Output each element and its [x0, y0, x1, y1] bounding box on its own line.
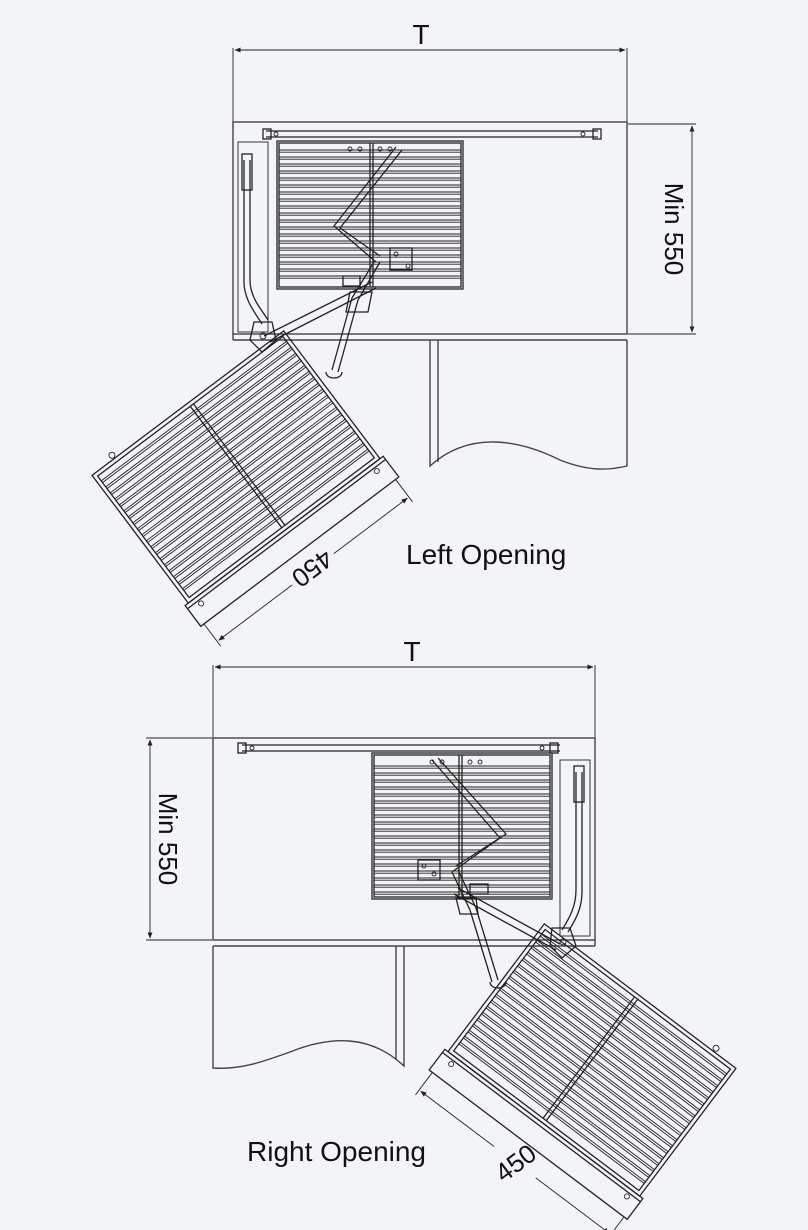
inner-basket: [371, 752, 553, 900]
basket-slat: [159, 418, 346, 560]
basket-slat: [539, 935, 726, 1077]
basket-slat: [105, 346, 292, 488]
inner-basket: [276, 140, 464, 290]
swing-guide: [241, 153, 277, 353]
basket-slat: [508, 977, 695, 1118]
basket-slat: [541, 933, 728, 1075]
basket-slat: [496, 993, 682, 1135]
basket-slat: [536, 939, 723, 1081]
basket-slat: [106, 348, 293, 490]
basket-slat: [119, 364, 305, 506]
basket-slat: [505, 981, 691, 1123]
basket-slat: [141, 394, 328, 536]
basket-slat: [129, 378, 316, 519]
basket-slat: [526, 953, 713, 1094]
basket-slat: [527, 951, 714, 1093]
basket-slat: [146, 400, 332, 542]
basket-slat: [151, 408, 338, 549]
depth-dimension: Min 550: [628, 123, 696, 335]
basket-slat: [102, 342, 289, 484]
swing-guide: [549, 765, 585, 959]
depth-label: Min 550: [659, 183, 689, 276]
basket-slat: [518, 963, 705, 1105]
basket-slat: [499, 989, 686, 1130]
basket-slat: [521, 959, 708, 1100]
basket-slat: [487, 1005, 673, 1147]
width-dimension: T: [232, 19, 628, 122]
basket-slat: [165, 426, 352, 567]
basket-slat: [114, 358, 301, 500]
depth-dimension: Min 550: [146, 737, 212, 941]
width-label: T: [412, 19, 429, 50]
basket-slat: [100, 340, 287, 482]
basket-slat: [500, 987, 687, 1129]
basket-slat: [142, 396, 329, 537]
basket-slat: [138, 390, 325, 531]
basket-slat: [503, 983, 690, 1124]
basket-slat: [532, 945, 719, 1087]
basket-slat: [517, 965, 704, 1106]
basket-slat: [491, 999, 678, 1141]
basket-slat: [123, 370, 310, 512]
width-dimension: T: [212, 636, 596, 738]
basket-slat: [523, 957, 709, 1099]
basket-slat: [535, 941, 722, 1083]
basket-slat: [530, 947, 717, 1089]
basket-slat: [133, 384, 320, 525]
linkage-mechanism: [263, 146, 413, 379]
basket-slat: [156, 414, 343, 555]
left-opening-diagram: T Min 550: [91, 19, 696, 647]
linkage-mechanism: [417, 757, 561, 989]
basket-slat: [150, 406, 337, 548]
basket-slat: [478, 1017, 664, 1159]
basket-slat: [155, 412, 341, 554]
basket-slat: [509, 975, 696, 1117]
basket-slat: [494, 995, 681, 1136]
corner-cabinet: [232, 121, 628, 470]
basket-slat: [137, 388, 323, 530]
right-opening-diagram: T Min 550: [146, 636, 737, 1230]
caption-left-opening: Left Opening: [406, 539, 566, 570]
basket-slat: [476, 1019, 663, 1160]
basket-slat: [115, 360, 302, 501]
basket-slat: [485, 1007, 672, 1148]
basket-slat: [147, 402, 334, 543]
width-label: T: [403, 636, 420, 667]
basket-slat: [164, 424, 350, 566]
basket-slat: [514, 969, 700, 1111]
outer-basket: 450: [415, 922, 737, 1230]
top-rail: [237, 742, 560, 754]
basket-slat: [512, 971, 699, 1112]
outer-basket: 450: [91, 329, 413, 647]
basket-slat: [124, 372, 311, 513]
corner-cabinet: [212, 737, 596, 1070]
basket-slat: [128, 376, 314, 518]
caption-right-opening: Right Opening: [247, 1136, 426, 1167]
basket-slat: [160, 420, 347, 561]
depth-label: Min 550: [153, 793, 183, 886]
basket-slat: [482, 1011, 669, 1153]
basket-slat: [132, 382, 319, 524]
basket-slat: [120, 366, 307, 507]
basket-slat: [111, 354, 298, 496]
basket-slat: [490, 1001, 677, 1142]
basket-slat: [481, 1013, 668, 1154]
basket-slat: [109, 352, 296, 494]
top-rail: [262, 128, 602, 140]
